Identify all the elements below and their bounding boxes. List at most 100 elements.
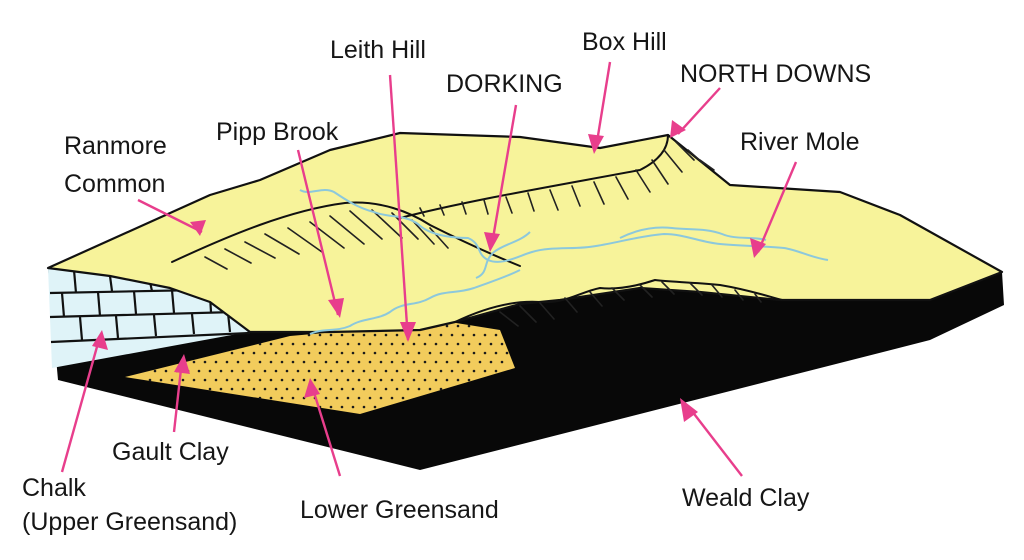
greensand-dot [467, 360, 471, 364]
label-box-hill: Box Hill [582, 28, 667, 56]
greensand-dot [450, 333, 454, 337]
greensand-dot [472, 333, 476, 337]
greensand-dot [208, 387, 212, 391]
greensand-dot [357, 342, 361, 346]
label-upper-greensand: (Upper Greensand) [22, 508, 237, 536]
greensand-dot [439, 387, 443, 391]
chalk-bricks [49, 269, 251, 344]
greensand-dot [329, 351, 333, 355]
greensand-dot [390, 360, 394, 364]
greensand-dot [373, 333, 377, 337]
greensand-dot [219, 369, 223, 373]
greensand-dot [384, 333, 388, 337]
greensand-dot [357, 378, 361, 382]
greensand-dot [384, 387, 388, 391]
greensand-dot [450, 369, 454, 373]
greensand-dot [445, 360, 449, 364]
greensand-dot [340, 333, 344, 337]
dorking-arrow [490, 104, 518, 245]
greensand-dot [423, 342, 427, 346]
label-ranmore-common: Common [64, 170, 165, 198]
greensand-dot [390, 396, 394, 400]
greensand-dot [280, 396, 284, 400]
greensand-dot [241, 351, 245, 355]
greensand-dot [340, 387, 344, 391]
greensand-dot [494, 369, 498, 373]
greensand-dot [252, 387, 256, 391]
greensand-dot [269, 360, 273, 364]
label-lower-greensand: Lower Greensand [300, 496, 499, 524]
greensand-dot [417, 333, 421, 337]
greensand-dot [252, 351, 256, 355]
greensand-dot [434, 360, 438, 364]
chalk-arrow [60, 335, 102, 473]
greensand-dot [450, 351, 454, 355]
greensand-dot [324, 360, 328, 364]
greensand-dot [236, 378, 240, 382]
greensand-dot [241, 387, 245, 391]
greensand-dot [467, 342, 471, 346]
label-ranmore: Ranmore [64, 132, 167, 160]
greensand-dot [489, 360, 493, 364]
greensand-dot [340, 405, 344, 409]
greensand-dot [357, 396, 361, 400]
greensand-dot [324, 396, 328, 400]
greensand-dot [214, 378, 218, 382]
greensand-dot [401, 396, 405, 400]
greensand-dot [423, 378, 427, 382]
greensand-dot [395, 387, 399, 391]
greensand-dot [428, 351, 432, 355]
greensand-dot [329, 387, 333, 391]
leith-hill-arrow [388, 74, 410, 341]
greensand-dot [230, 369, 234, 373]
label-dorking: DORKING [446, 70, 563, 98]
greensand-dot [274, 369, 278, 373]
greensand-dot [384, 351, 388, 355]
greensand-dot [296, 369, 300, 373]
greensand-dot [351, 333, 355, 337]
labels: Leith Hill Box Hill DORKING NORTH DOWNS … [22, 28, 871, 536]
greensand-dot [291, 342, 295, 346]
label-weald-clay: Weald Clay [682, 484, 810, 512]
greensand-dot [247, 360, 251, 364]
greensand-dot [417, 387, 421, 391]
greensand-dot [368, 342, 372, 346]
greensand-dot [406, 351, 410, 355]
greensand-dot [214, 360, 218, 364]
greensand-dot [406, 387, 410, 391]
greensand-dot [335, 396, 339, 400]
greensand-dot [390, 378, 394, 382]
greensand-dot [445, 342, 449, 346]
greensand-dot [428, 387, 432, 391]
greensand-dot [428, 369, 432, 373]
greensand-dot [219, 387, 223, 391]
greensand-dot [274, 351, 278, 355]
greensand-dot [395, 333, 399, 337]
greensand-dot [280, 378, 284, 382]
greensand-dot [340, 369, 344, 373]
greensand-dot [395, 351, 399, 355]
greensand-dot [478, 360, 482, 364]
greensand-dot [434, 378, 438, 382]
greensand-dot [461, 333, 465, 337]
greensand-dot [373, 351, 377, 355]
greensand-dot [351, 369, 355, 373]
greensand-dot [335, 342, 339, 346]
arrows [60, 61, 798, 477]
greensand-dot [445, 378, 449, 382]
label-pipp-brook: Pipp Brook [216, 118, 339, 146]
lower-greensand-face [125, 322, 515, 414]
label-leith-hill: Leith Hill [330, 36, 426, 64]
greensand-dot [230, 351, 234, 355]
greensand-dot [164, 369, 168, 373]
greensand-dot [401, 360, 405, 364]
greensand-dot [439, 351, 443, 355]
greensand-dot [362, 369, 366, 373]
greensand-dot [208, 369, 212, 373]
greensand-dot [280, 342, 284, 346]
greensand-dot [362, 405, 366, 409]
greensand-dot [351, 351, 355, 355]
greensand-dot [500, 360, 504, 364]
greensand-dot [302, 360, 306, 364]
greensand-dot [472, 351, 476, 355]
